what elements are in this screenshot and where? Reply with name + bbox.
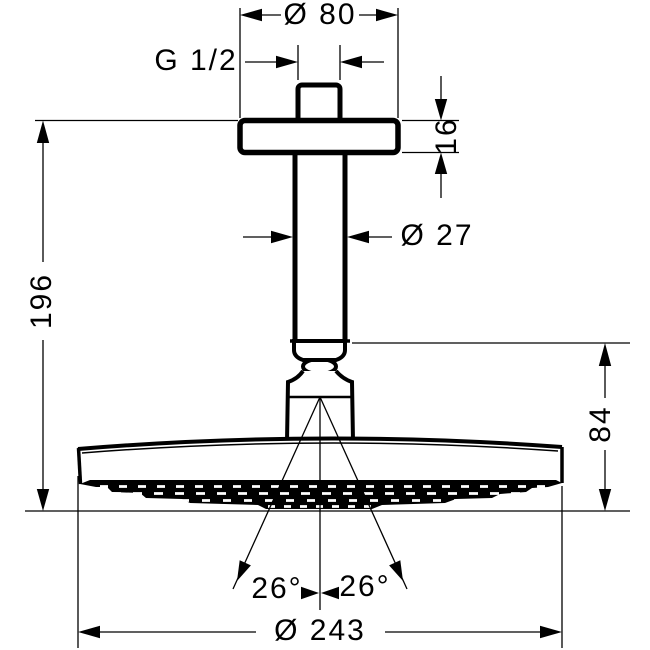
- arrowhead: [434, 152, 448, 174]
- arrowhead: [301, 586, 319, 600]
- dim-label-thread: G 1/2: [154, 44, 238, 77]
- dim-label-head-height: 84: [584, 405, 617, 443]
- dim-label-spray-angle-right: 26°: [339, 570, 391, 603]
- arrowhead: [347, 230, 369, 244]
- dim-label-total-height: 196: [25, 272, 58, 330]
- dim-label-top-diameter: Ø 80: [283, 0, 357, 31]
- arrowhead: [376, 8, 398, 22]
- arrowhead: [36, 120, 50, 143]
- swivel-nut: [292, 339, 347, 362]
- arrowhead: [240, 8, 262, 22]
- arrowhead: [271, 230, 293, 244]
- ceiling-flange: [237, 117, 401, 156]
- arrowhead: [434, 99, 448, 121]
- arrowhead: [389, 560, 403, 581]
- arrowhead: [78, 625, 100, 639]
- spray-line-right: [319, 396, 408, 590]
- dim-label-spray-angle-left: 26°: [251, 572, 303, 605]
- arrowhead: [598, 489, 612, 511]
- arrowhead: [36, 489, 50, 511]
- spray-face: [80, 480, 562, 509]
- arrowhead: [276, 55, 298, 69]
- arrowhead: [340, 55, 362, 69]
- arrowhead: [598, 343, 612, 366]
- dim-label-pipe-diameter: Ø 27: [400, 219, 474, 252]
- dim-label-flange-height: 16: [430, 117, 463, 155]
- dim-label-head-diameter: Ø 243: [274, 614, 366, 647]
- spray-line-left: [232, 396, 321, 590]
- arrowhead: [237, 560, 251, 581]
- arrowhead: [540, 625, 562, 639]
- dimension-lines: [25, 8, 630, 648]
- arrowhead: [321, 586, 339, 600]
